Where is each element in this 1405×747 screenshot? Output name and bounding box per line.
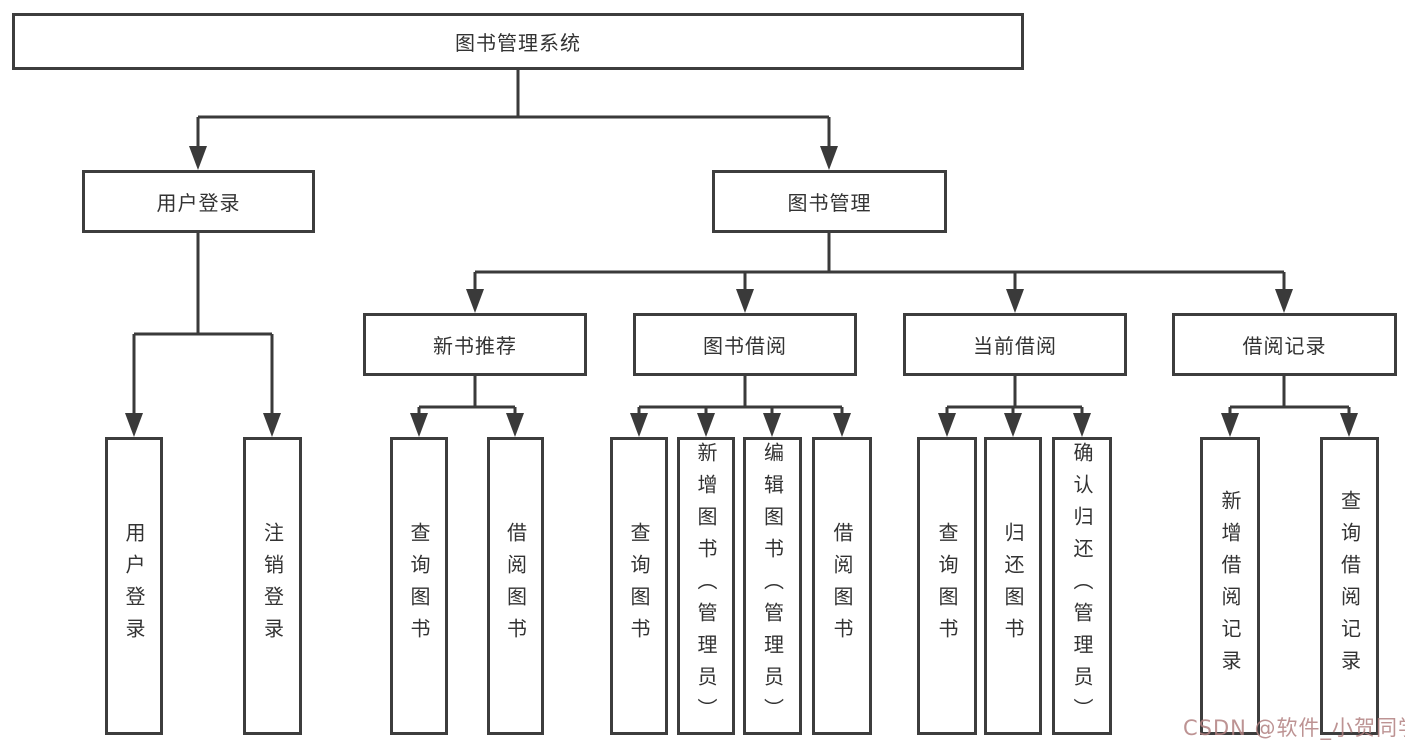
leaf-query-books-1: 查询图书 bbox=[390, 437, 448, 735]
leaf-edit-books-admin: 编辑图书（管理员） bbox=[743, 437, 802, 735]
connector-records-to-leaves bbox=[1228, 376, 1351, 417]
node-root-library-system: 图书管理系统 bbox=[12, 13, 1024, 70]
leaf-return-books: 归还图书 bbox=[984, 437, 1042, 735]
connector-current-to-leaves bbox=[945, 376, 1084, 417]
node-new-book-recommend: 新书推荐 bbox=[363, 313, 587, 376]
leaf-query-books-2: 查询图书 bbox=[610, 437, 668, 735]
connector-newbook-to-leaves bbox=[417, 376, 517, 417]
node-user-login: 用户登录 bbox=[82, 170, 315, 233]
node-current-borrowing: 当前借阅 bbox=[903, 313, 1127, 376]
arrowheads bbox=[125, 146, 1358, 437]
node-borrow-records: 借阅记录 bbox=[1172, 313, 1397, 376]
node-book-management: 图书管理 bbox=[712, 170, 947, 233]
leaf-user-login: 用户登录 bbox=[105, 437, 163, 735]
leaf-confirm-return-admin: 确认归还（管理员） bbox=[1052, 437, 1112, 735]
leaf-query-borrow-record: 查询借阅记录 bbox=[1320, 437, 1379, 735]
connector-login-to-leaves bbox=[132, 233, 274, 417]
connector-root-to-level2 bbox=[196, 70, 831, 150]
leaf-borrow-books-2: 借阅图书 bbox=[812, 437, 872, 735]
connector-mgmt-to-level3 bbox=[473, 233, 1286, 293]
csdn-watermark: CSDN @软件_小贺同学 bbox=[1183, 716, 1405, 740]
leaf-add-books-admin: 新增图书（管理员） bbox=[677, 437, 735, 735]
node-book-borrowing: 图书借阅 bbox=[633, 313, 857, 376]
leaf-query-books-3: 查询图书 bbox=[917, 437, 977, 735]
leaf-logout: 注销登录 bbox=[243, 437, 302, 735]
leaf-add-borrow-record: 新增借阅记录 bbox=[1200, 437, 1260, 735]
leaf-borrow-books-1: 借阅图书 bbox=[487, 437, 544, 735]
connector-borrow-to-leaves bbox=[637, 376, 844, 417]
